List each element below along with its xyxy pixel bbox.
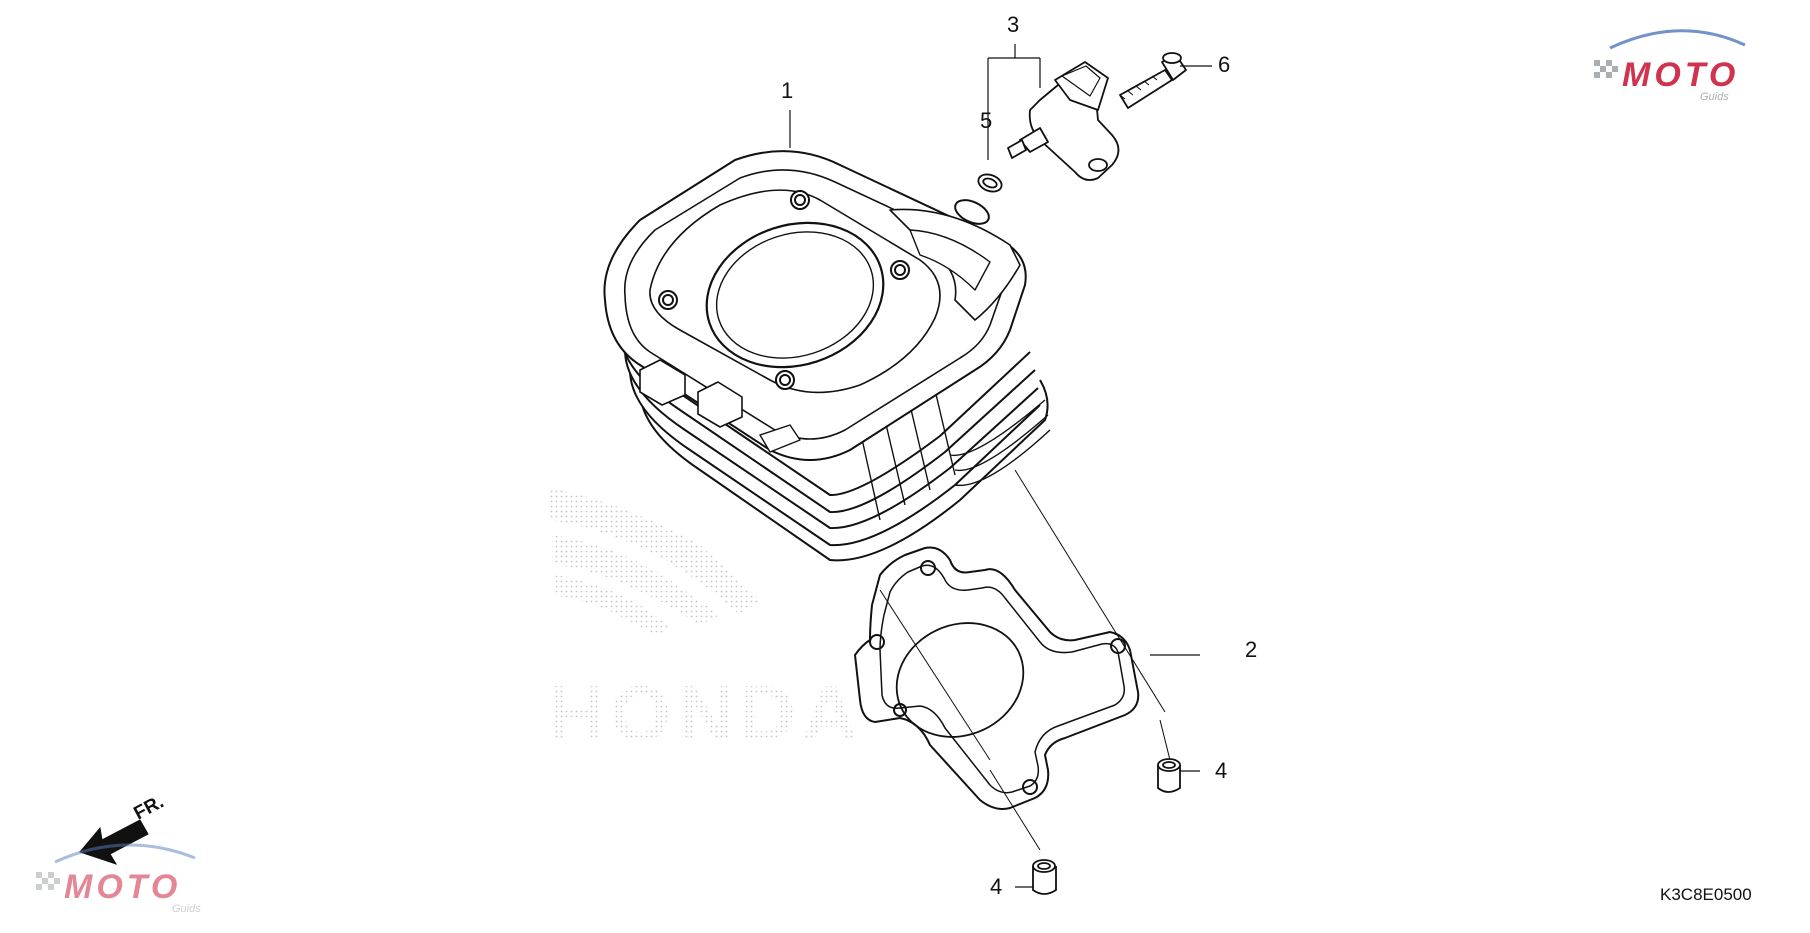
callout-1: 1 [781,78,793,103]
callout-6: 6 [1218,52,1230,77]
callout-leaders [789,44,1212,888]
watermark-brand-bottom: MOTO [64,868,181,906]
callout-4-lower: 4 [990,874,1002,899]
callout-5: 5 [980,108,992,133]
front-arrow-icon [79,819,149,865]
callout-labels: 1 2 3 4 4 5 6 [781,12,1257,899]
moto-guids-watermark-bottom: MOTO Guids [36,843,201,915]
gasket-part [854,546,1140,810]
dowel-pin-lower [1032,859,1057,895]
checkered-flag-icon [1594,60,1618,78]
diagram-code: K3C8E0500 [1660,885,1752,904]
dowel-pin-upper [1157,758,1181,793]
moto-guids-watermark-top: MOTO Guids [1594,29,1746,103]
sensor-part [1007,61,1120,181]
cylinder-part [603,150,1051,562]
watermark-sub-bottom: Guids [172,903,201,915]
callout-4-upper: 4 [1215,758,1227,783]
bolt-part [1119,52,1187,109]
checkered-flag-icon-bottom [36,872,60,890]
watermark-brand-top: MOTO [1622,56,1739,94]
callout-3: 3 [1007,12,1019,37]
watermark-swoosh-icon-bottom [54,843,196,864]
callout-2: 2 [1245,637,1257,662]
watermark-sub-top: Guids [1700,91,1729,103]
o-ring-part [977,173,1003,193]
watermark-swoosh-icon [1609,29,1746,50]
alignment-lines [879,469,1171,890]
honda-wing-watermark: HONDA [548,488,864,757]
front-direction-indicator: FR. [79,792,167,865]
honda-wordmark-watermark: HONDA [548,669,864,757]
front-label: FR. [130,792,167,825]
